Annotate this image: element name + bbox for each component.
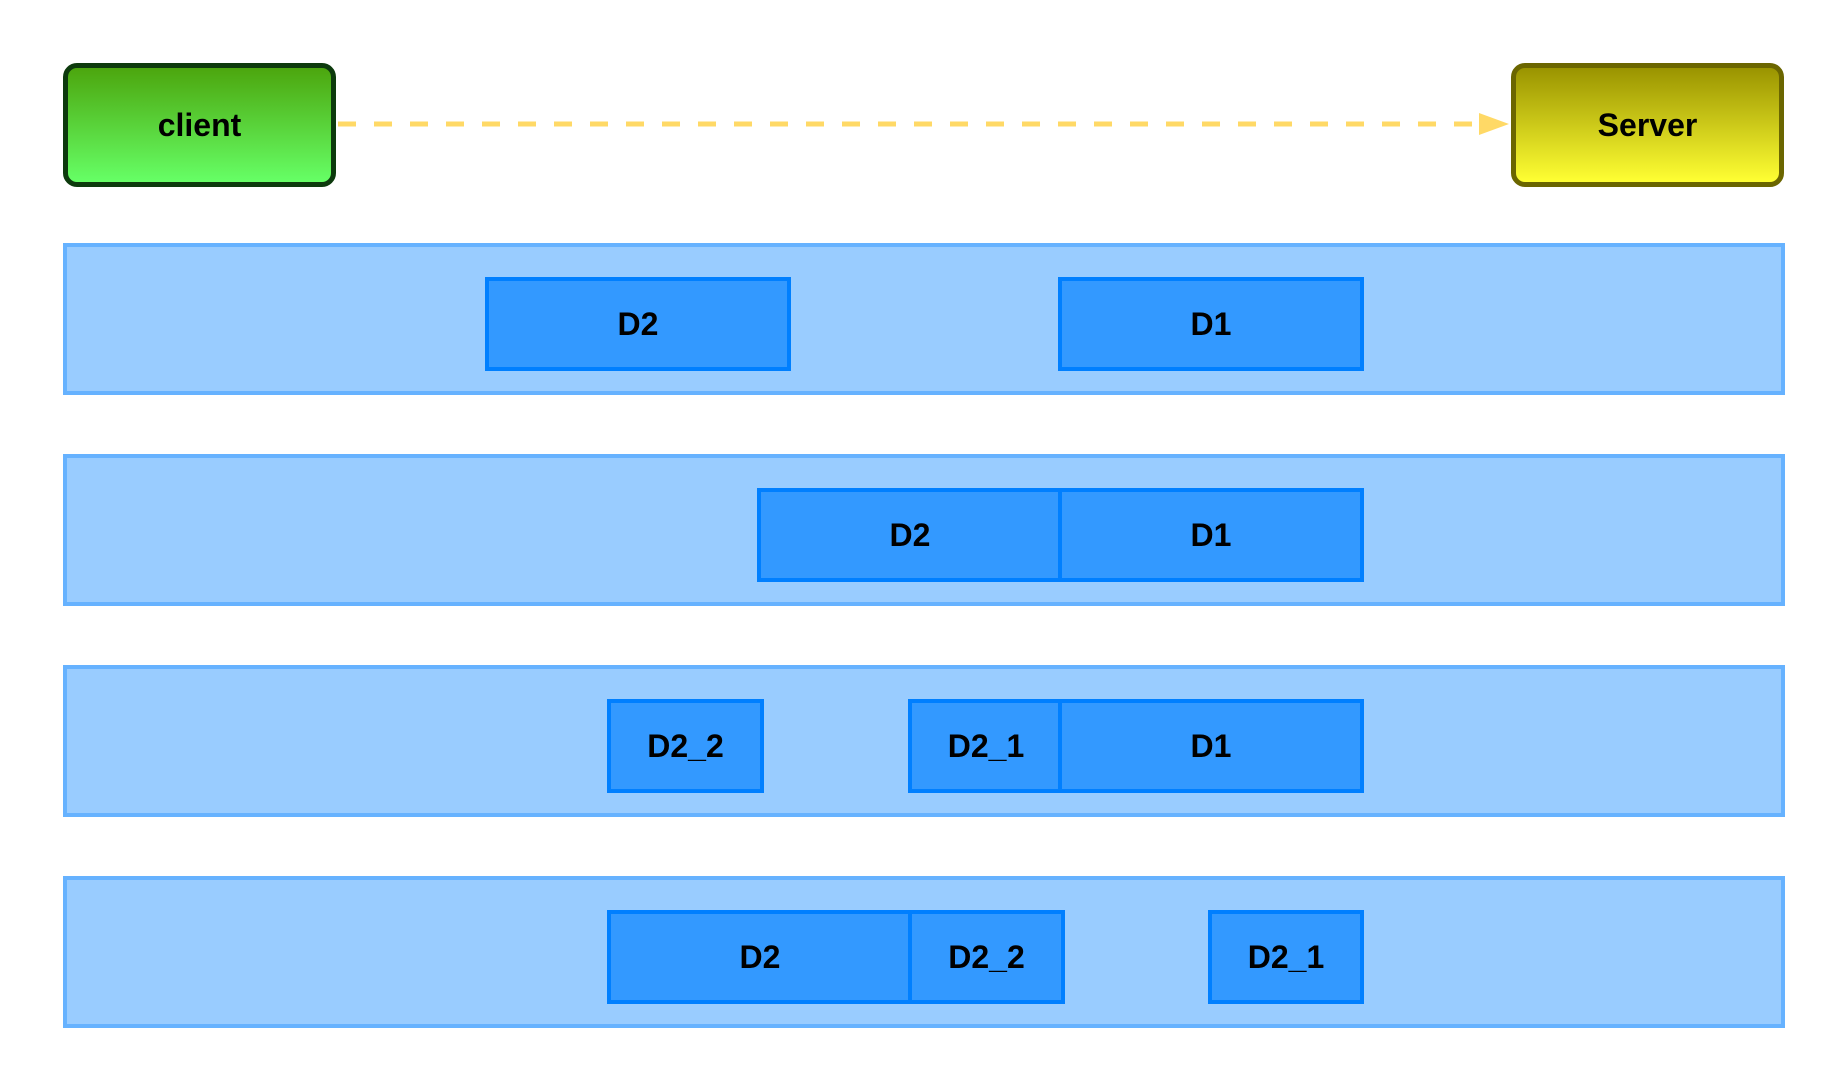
packet-d2: D2 <box>485 277 791 371</box>
packet-label: D2 <box>739 938 781 975</box>
packet-d2-1: D2_1 <box>908 699 1064 793</box>
packet-d2-2: D2_2 <box>908 910 1065 1004</box>
lane-1: D2 D1 <box>63 243 1785 395</box>
packet-d2: D2 <box>757 488 1063 582</box>
packet-d1: D1 <box>1058 488 1364 582</box>
lane-3: D2_2 D2_1 D1 <box>63 665 1785 817</box>
packet-label: D2_2 <box>948 938 1025 975</box>
server-node: Server <box>1511 63 1784 187</box>
packet-label: D2_1 <box>1247 938 1325 975</box>
packet-label: D2_1 <box>947 727 1025 764</box>
packet-label: D2 <box>889 516 931 553</box>
client-label: client <box>157 106 242 143</box>
packet-label: D2 <box>617 305 659 342</box>
packet-label: D1 <box>1190 727 1232 764</box>
packet-d1: D1 <box>1058 277 1364 371</box>
client-node: client <box>63 63 336 187</box>
packet-d2-1: D2_1 <box>1208 910 1364 1004</box>
lane-4: D2 D2_2 D2_1 <box>63 876 1785 1028</box>
packet-d1: D1 <box>1058 699 1364 793</box>
packet-label: D2_2 <box>647 727 724 764</box>
packet-d2: D2 <box>607 910 913 1004</box>
packet-label: D1 <box>1190 516 1232 553</box>
packet-d2-2: D2_2 <box>607 699 764 793</box>
lane-2: D2 D1 <box>63 454 1785 606</box>
packet-label: D1 <box>1190 305 1232 342</box>
server-label: Server <box>1597 106 1698 143</box>
